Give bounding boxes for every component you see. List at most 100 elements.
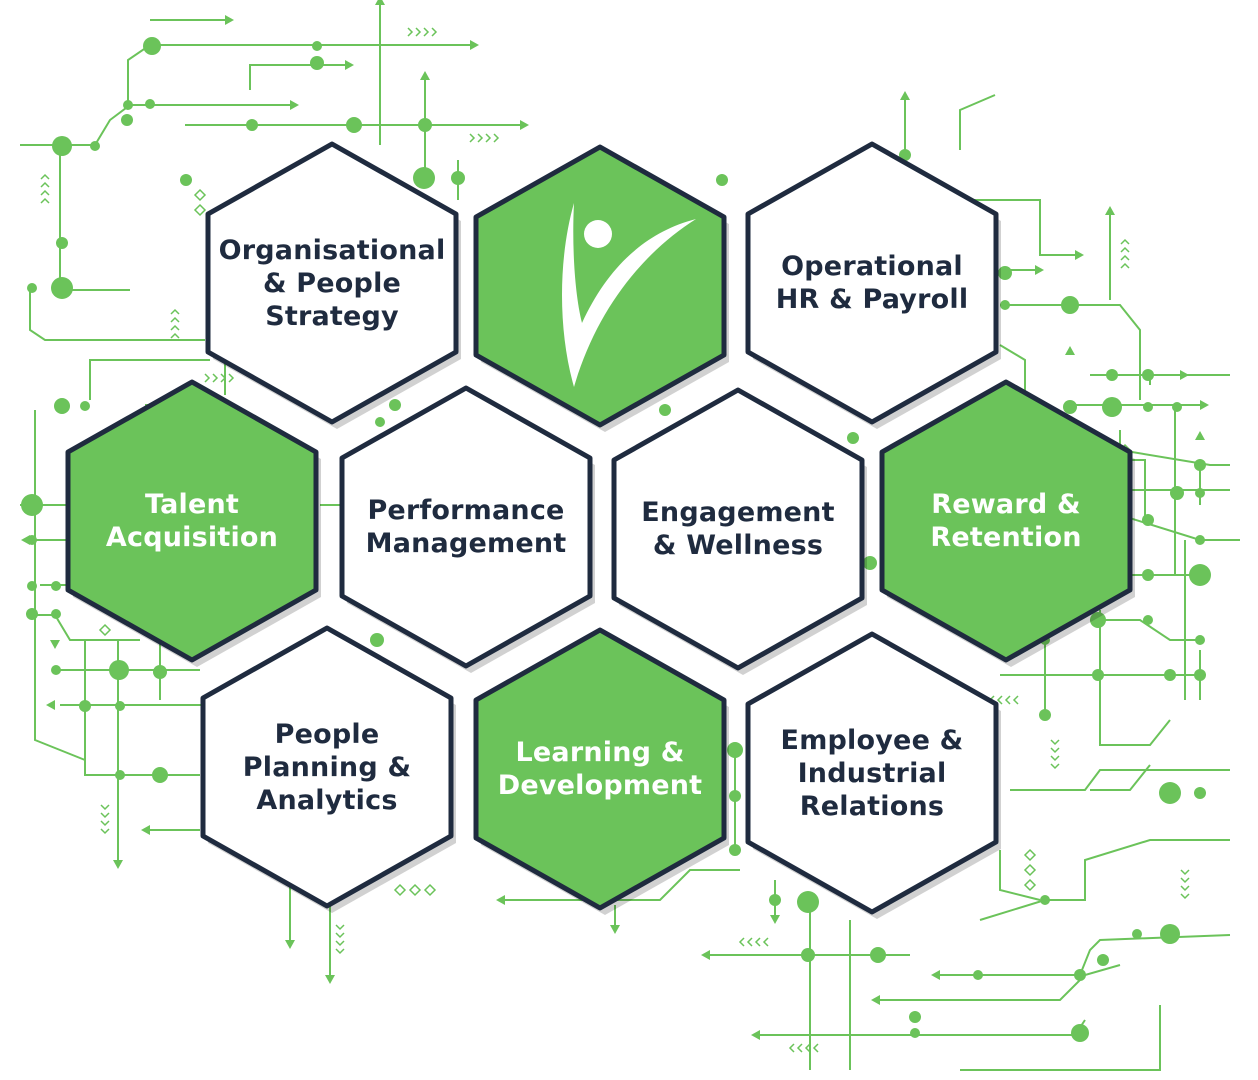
circuit-node	[1074, 969, 1086, 981]
hexagon-shape	[745, 631, 1001, 919]
hex-label: Performance Management	[365, 495, 567, 559]
circuit-chevron	[415, 27, 422, 37]
circuit-chevron	[1004, 695, 1011, 705]
hex-label: Engagement & Wellness	[641, 497, 835, 561]
circuit-trace	[1090, 764, 1151, 791]
circuit-trace	[127, 44, 470, 105]
circuit-chevron	[40, 189, 50, 196]
circuit-chevron	[335, 932, 345, 939]
circuit-node	[1143, 402, 1153, 412]
circuit-chevron	[100, 820, 110, 827]
hex-label: Employee & Industrial Relations	[780, 724, 964, 822]
hex-label: Learning & Development	[497, 737, 703, 801]
circuit-node	[51, 665, 61, 675]
hex-label: Reward & Retention	[930, 489, 1082, 553]
circuit-chevron	[762, 937, 769, 947]
circuit-node	[863, 556, 877, 570]
circuit-node	[1106, 369, 1118, 381]
circuit-arrowhead	[1180, 370, 1189, 380]
circuit-trace	[249, 64, 345, 90]
circuit-arrowhead	[871, 995, 880, 1005]
circuit-arrowhead	[375, 0, 385, 5]
circuit-chevron	[335, 924, 345, 931]
circuit-chevron	[1050, 747, 1060, 754]
circuit-arrowhead	[470, 40, 479, 50]
circuit-chevron	[469, 133, 476, 143]
circuit-node	[90, 141, 100, 151]
circuit-node	[1143, 615, 1153, 625]
hexagon-shape	[611, 387, 867, 675]
hex-people-planning-analytics: People Planning & Analytics	[197, 622, 457, 913]
circuit-node	[1195, 535, 1205, 545]
circuit-chevron	[1050, 755, 1060, 762]
leaping-person-check-icon	[562, 203, 696, 387]
circuit-arrowhead	[1105, 206, 1115, 215]
circuit-node	[246, 119, 258, 131]
hex-label: People Planning & Analytics	[242, 718, 412, 816]
circuit-node	[727, 742, 743, 758]
circuit-node	[1102, 397, 1122, 417]
circuit-diamond	[408, 883, 422, 897]
hex-operational-hr-payroll: Operational HR & Payroll	[742, 138, 1002, 429]
circuit-node	[1097, 954, 1109, 966]
circuit-arrowhead	[1200, 400, 1209, 410]
circuit-node	[80, 401, 90, 411]
circuit-trace	[959, 94, 996, 150]
circuit-trace	[999, 850, 1041, 901]
circuit-chevron	[220, 373, 227, 383]
hex-label: Organisational & People Strategy	[218, 234, 446, 332]
circuit-diamond	[423, 883, 437, 897]
circuit-node	[79, 700, 91, 712]
circuit-diamond	[393, 883, 407, 897]
circuit-trace	[89, 359, 210, 400]
circuit-node	[910, 1028, 920, 1038]
circuit-chevron	[228, 373, 235, 383]
circuit-arrowhead	[21, 535, 30, 545]
circuit-node	[26, 608, 38, 620]
circuit-node	[27, 283, 37, 293]
circuit-node	[1132, 929, 1142, 939]
circuit-node	[153, 665, 167, 679]
circuit-chevron	[40, 181, 50, 188]
circuit-chevron	[170, 308, 180, 315]
hex-performance-management: Performance Management	[336, 382, 596, 673]
circuit-chevron	[170, 332, 180, 339]
circuit-node	[1172, 402, 1182, 412]
circuit-chevron	[212, 373, 219, 383]
circuit-arrowhead	[113, 860, 123, 869]
circuit-trace	[34, 410, 86, 761]
circuit-arrowhead	[345, 60, 354, 70]
circuit-trace	[1010, 769, 1230, 791]
circuit-node	[801, 948, 815, 962]
circuit-chevron	[423, 27, 430, 37]
circuit-trace	[1000, 304, 1141, 400]
hexagon-shape	[200, 625, 456, 913]
circuit-node	[27, 581, 37, 591]
circuit-node	[1189, 564, 1211, 586]
circuit-arrowhead	[141, 825, 150, 835]
hexagon-shape	[473, 627, 729, 915]
circuit-node	[1194, 459, 1206, 471]
circuit-trace	[1119, 514, 1240, 541]
circuit-arrowhead	[420, 71, 430, 80]
hex-employee-industrial-relations: Employee & Industrial Relations	[742, 628, 1002, 919]
circuit-node	[998, 266, 1012, 280]
circuit-chevron	[40, 173, 50, 180]
circuit-node	[145, 99, 155, 109]
circuit-trace	[940, 199, 1075, 256]
circuit-node	[52, 136, 72, 156]
circuit-chevron	[170, 324, 180, 331]
circuit-node	[418, 118, 432, 132]
circuit-trace	[920, 1019, 1086, 1036]
circuit-node	[899, 149, 911, 161]
circuit-node	[312, 41, 322, 51]
circuit-node	[56, 237, 68, 249]
circuit-chevron	[407, 27, 414, 37]
circuit-node	[180, 174, 192, 186]
circuit-trace	[1149, 374, 1230, 385]
circuit-diamond	[1023, 878, 1037, 892]
circuit-node	[847, 432, 859, 444]
hex-learning-development: Learning & Development	[470, 624, 730, 915]
circuit-node	[1039, 709, 1051, 721]
circuit-arrowhead	[900, 91, 910, 100]
